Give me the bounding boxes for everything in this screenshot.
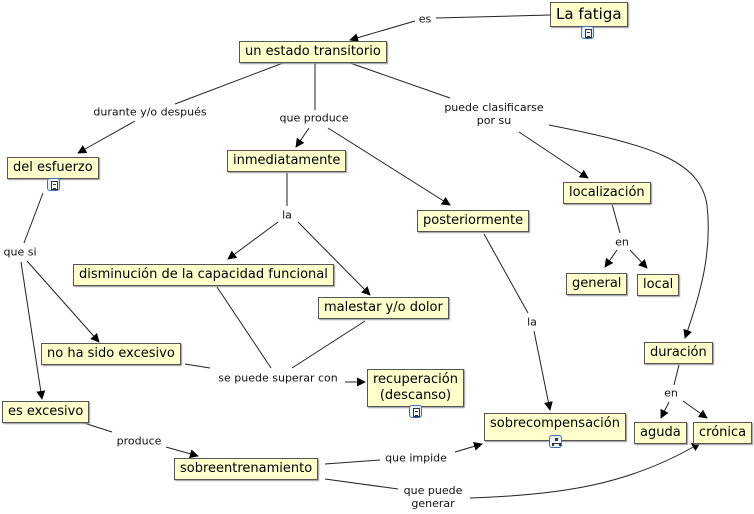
edge-exc-produce	[80, 421, 113, 433]
concept-aguda[interactable]: aguda	[634, 422, 687, 444]
edge-en-general	[604, 249, 618, 268]
concept-map-icon[interactable]	[549, 435, 562, 448]
link-la-inmediatamente[interactable]: la	[280, 208, 294, 222]
concept-sobreentrenamiento[interactable]: sobreentrenamiento	[174, 458, 319, 480]
edge-la-sobrecomp	[533, 330, 553, 411]
concept-localizacion[interactable]: localización	[563, 182, 651, 204]
link-es[interactable]: es	[416, 12, 434, 26]
edge-duracion-en	[673, 364, 680, 386]
link-puede-clasificarse[interactable]: puede clasificarse por su	[442, 101, 546, 127]
concept-recuperacion[interactable]: recuperación (descanso)	[367, 369, 464, 407]
edge-noexc-supera	[184, 363, 211, 369]
edge-produce-sobreent	[165, 446, 199, 459]
link-se-puede-superar[interactable]: se puede superar con	[216, 371, 340, 385]
concept-disminucion[interactable]: disminución de la capacidad funcional	[73, 264, 334, 286]
edge-impide-sobrecomp	[454, 441, 483, 453]
concept-la-fatiga[interactable]: La fatiga	[550, 2, 628, 27]
edge-poster-la	[483, 233, 529, 314]
edge-estado-puede	[349, 62, 451, 99]
concept-posteriormente[interactable]: posteriormente	[417, 210, 530, 232]
edge-sobreent-impide	[324, 459, 381, 465]
edge-fatiga-es	[435, 14, 551, 19]
concept-cronica[interactable]: crónica	[693, 422, 753, 444]
edge-localiz-en	[611, 203, 621, 234]
document-icon[interactable]	[409, 405, 422, 418]
edge-puede-cronica	[469, 442, 701, 499]
link-que-puede-generar[interactable]: que puede generar	[401, 484, 465, 510]
edge-puede-duracion	[548, 124, 709, 339]
concept-general[interactable]: general	[566, 273, 628, 295]
edge-durante-esfuerzo	[77, 120, 136, 154]
link-en-duracion[interactable]: en	[662, 386, 680, 400]
concept-local[interactable]: local	[637, 274, 680, 296]
link-la-posteriormente[interactable]: la	[525, 315, 539, 329]
link-en-localizacion[interactable]: en	[613, 235, 631, 249]
link-que-impide[interactable]: que impide	[383, 451, 449, 465]
document-icon[interactable]	[581, 26, 594, 39]
edge-quesi-noexc	[26, 260, 100, 343]
edge-puede-localiz	[518, 131, 589, 179]
edge-sobreent-puede	[324, 478, 399, 490]
edge-dism-supera	[216, 286, 272, 369]
link-que-si[interactable]: que si	[1, 245, 39, 259]
concept-estado-transitorio[interactable]: un estado transitorio	[239, 41, 387, 63]
link-que-produce[interactable]: que produce	[277, 111, 351, 125]
concept-duracion[interactable]: duración	[644, 342, 713, 364]
concept-inmediatamente[interactable]: inmediatamente	[227, 150, 347, 172]
document-icon[interactable]	[47, 178, 60, 191]
edge-en-aguda	[660, 401, 670, 419]
edge-quesi-exc	[20, 261, 46, 400]
edge-la-malestar	[297, 221, 371, 296]
edge-en-local	[629, 249, 648, 269]
concept-malestar[interactable]: malestar y/o dolor	[318, 297, 449, 319]
edge-queproduce-poster	[327, 127, 451, 206]
link-durante-despues[interactable]: durante y/o después	[91, 105, 209, 119]
edge-queproduce-inmed	[295, 127, 310, 148]
edge-la-disminucion	[227, 221, 279, 260]
link-produce[interactable]: produce	[114, 434, 164, 448]
edge-es-estado	[349, 20, 416, 43]
concept-del-esfuerzo[interactable]: del esfuerzo	[7, 157, 99, 179]
concept-no-excesivo[interactable]: no ha sido excesivo	[41, 343, 181, 365]
edge-en-cronica	[682, 400, 708, 419]
edge-estado-durante	[174, 62, 284, 105]
edge-mal-supera	[291, 320, 366, 369]
concept-es-excesivo[interactable]: es excesivo	[2, 401, 90, 423]
edge-esfuerzo-quesi	[23, 192, 44, 244]
